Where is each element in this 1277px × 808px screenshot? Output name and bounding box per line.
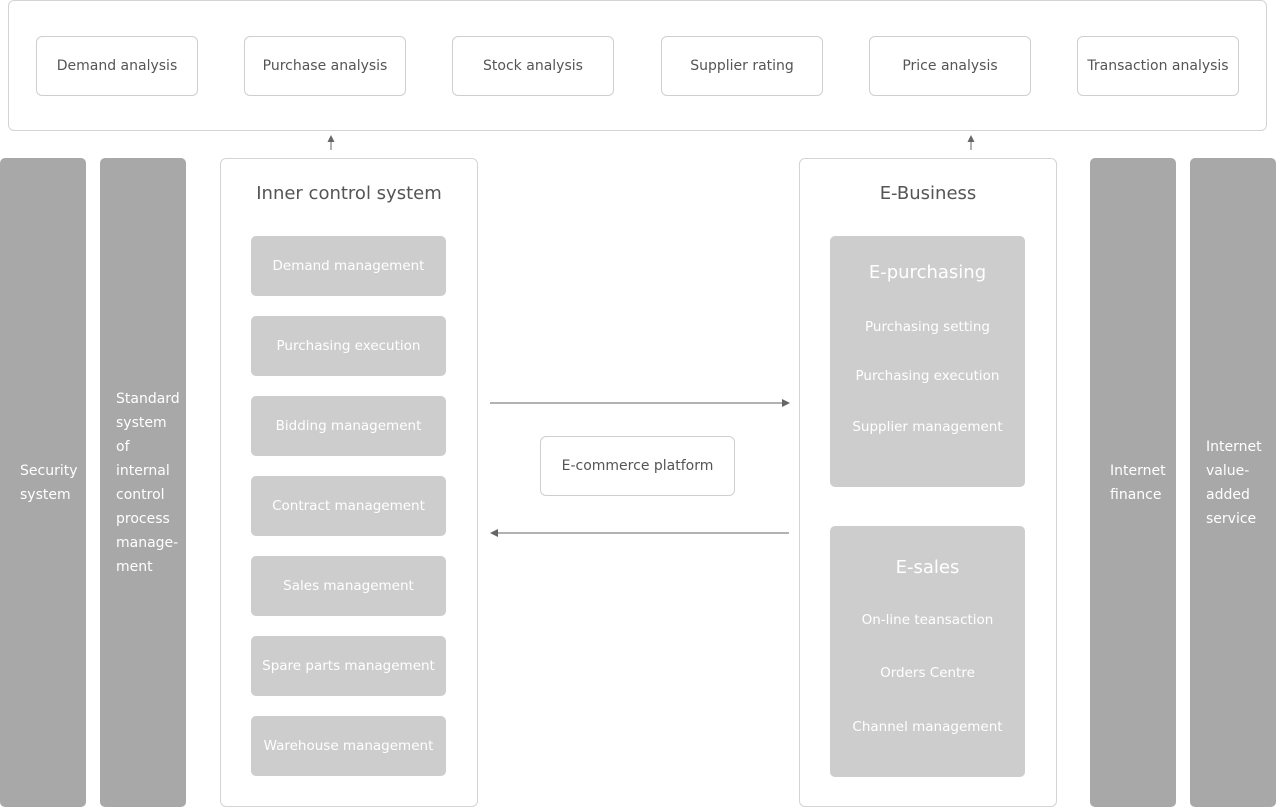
- internet-finance-label: Internet finance: [1110, 462, 1166, 503]
- e-business-title: E-Business: [879, 183, 977, 204]
- demand-management-item: Demand management: [251, 236, 446, 296]
- purchasing-execution-item: Purchasing execution: [251, 316, 446, 376]
- sales-management-item: Sales management: [251, 556, 446, 616]
- internet-value-added-label: Internet value-added service: [1206, 438, 1262, 527]
- analysis-frame: [8, 0, 1267, 131]
- e-sales-block: E-sales On-line teansaction Orders Centr…: [830, 526, 1025, 777]
- demand-analysis-box: Demand analysis: [36, 36, 198, 96]
- orders-centre-item: Orders Centre: [880, 665, 975, 681]
- price-analysis-box: Price analysis: [869, 36, 1031, 96]
- internet-finance-column: Internet finance: [1090, 158, 1176, 807]
- spare-parts-management-item: Spare parts management: [251, 636, 446, 696]
- bidding-management-item: Bidding management: [251, 396, 446, 456]
- purchase-analysis-box: Purchase analysis: [244, 36, 406, 96]
- inner-control-title: Inner control system: [256, 183, 442, 204]
- channel-management-item: Channel management: [852, 719, 1003, 735]
- transaction-analysis-box: Transaction analysis: [1077, 36, 1239, 96]
- e-purchasing-block: E-purchasing Purchasing setting Purchasi…: [830, 236, 1025, 487]
- e-purchasing-title: E-purchasing: [868, 262, 987, 283]
- standard-system-column: Standard system of internal control proc…: [100, 158, 186, 807]
- purchasing-setting-item: Purchasing setting: [865, 319, 990, 335]
- e-sales-title: E-sales: [895, 557, 960, 578]
- ecommerce-platform-box: E-commerce platform: [540, 436, 735, 496]
- security-system-label: Security system: [20, 462, 78, 503]
- e-purchasing-execution-item: Purchasing execution: [855, 368, 1000, 384]
- standard-system-label: Standard system of internal control proc…: [116, 390, 180, 575]
- warehouse-management-item: Warehouse management: [251, 716, 446, 776]
- security-system-column: Security system: [0, 158, 86, 807]
- internet-value-added-column: Internet value-added service: [1190, 158, 1276, 807]
- supplier-management-item: Supplier management: [852, 419, 1003, 435]
- contract-management-item: Contract management: [251, 476, 446, 536]
- supplier-rating-box: Supplier rating: [661, 36, 823, 96]
- stock-analysis-box: Stock analysis: [452, 36, 614, 96]
- online-transaction-item: On-line teansaction: [861, 612, 994, 628]
